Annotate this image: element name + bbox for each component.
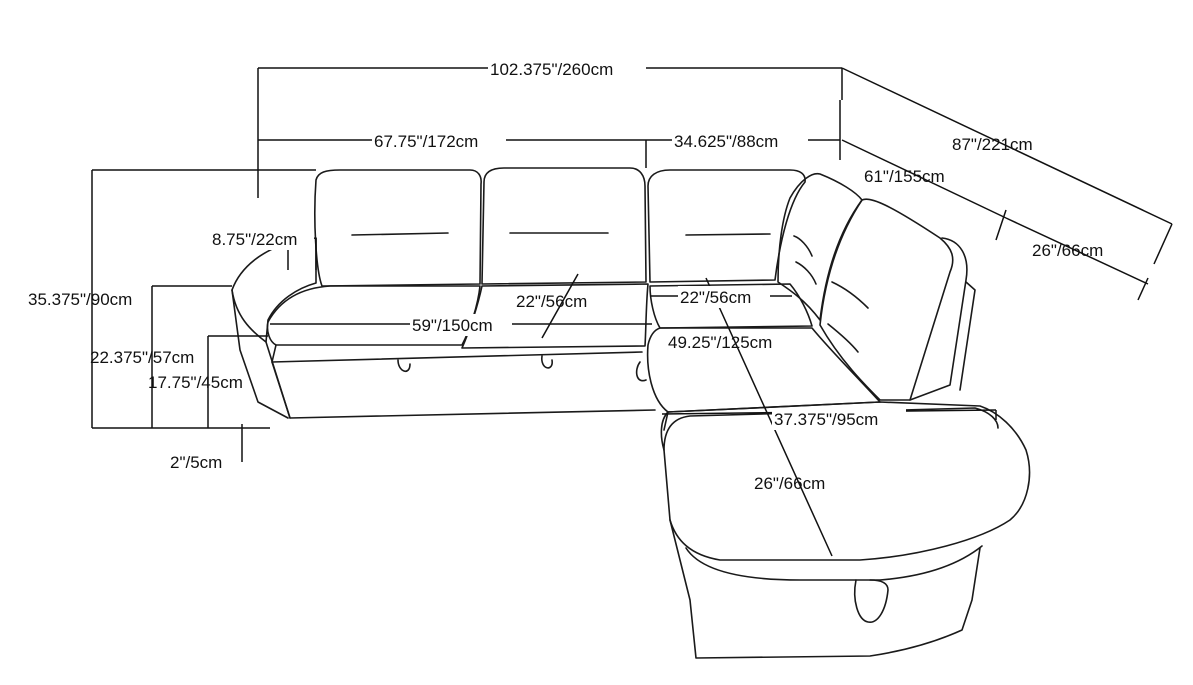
label-corner-seat-depth: 22"/56cm bbox=[680, 288, 751, 307]
label-chaise-depth: 26"/66cm bbox=[754, 474, 825, 493]
label-leg-height: 2"/5cm bbox=[170, 453, 222, 472]
label-arm-height: 22.375"/57cm bbox=[90, 348, 194, 367]
label-overall-width: 102.375"/260cm bbox=[490, 60, 613, 79]
label-seat-height: 17.75"/45cm bbox=[148, 373, 243, 392]
back-cushion-left bbox=[314, 169, 482, 287]
label-right-arm: 26"/66cm bbox=[1032, 241, 1103, 260]
label-chaise-width: 37.375"/95cm bbox=[774, 410, 878, 429]
sofa-drawing bbox=[231, 167, 1031, 659]
chaise-front bbox=[660, 401, 1031, 561]
left-armrest bbox=[231, 237, 317, 343]
label-arm-width: 8.75"/22cm bbox=[212, 230, 297, 249]
label-left-section-width: 67.75"/172cm bbox=[374, 132, 478, 151]
chaise-seat bbox=[646, 327, 881, 413]
label-corner-width: 34.625"/88cm bbox=[674, 132, 778, 151]
label-right-depth: 87"/221cm bbox=[952, 135, 1033, 154]
back-cushion-middle bbox=[481, 167, 647, 285]
label-right-back: 61"/155cm bbox=[864, 167, 945, 186]
label-seat-depth: 22"/56cm bbox=[516, 292, 587, 311]
seat-cushion-middle bbox=[461, 283, 649, 349]
label-seat-width: 59"/150cm bbox=[412, 316, 493, 335]
label-total-height: 35.375"/90cm bbox=[28, 290, 132, 309]
dimension-labels: 102.375"/260cm 67.75"/172cm 34.625"/88cm… bbox=[28, 58, 1103, 493]
corner-back-cushion bbox=[777, 172, 863, 321]
label-chaise-length: 49.25"/125cm bbox=[668, 333, 772, 352]
chaise-back-cushion bbox=[819, 198, 954, 401]
